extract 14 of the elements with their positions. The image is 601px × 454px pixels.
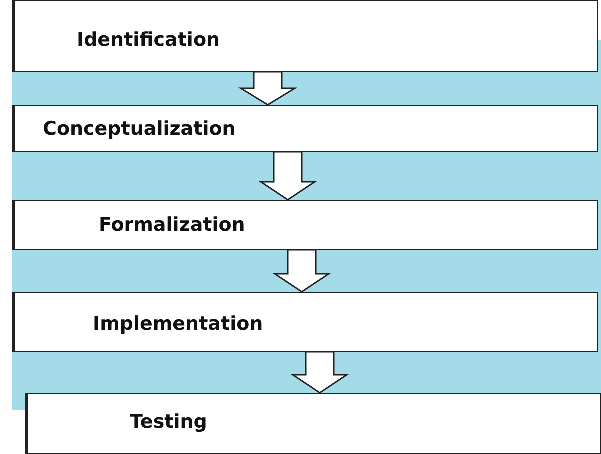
process-box — [25, 393, 601, 454]
block-arrow — [290, 351, 350, 394]
step-label: Conceptualization — [43, 118, 236, 140]
process-box — [12, 0, 598, 72]
step-label: Testing — [130, 411, 208, 433]
process-box — [12, 105, 598, 152]
step-label: Implementation — [93, 313, 264, 335]
process-box — [12, 200, 598, 250]
block-arrow — [238, 71, 298, 106]
step-label: Identification — [77, 29, 220, 51]
step-label: Formalization — [99, 214, 246, 236]
process-box — [12, 292, 598, 352]
block-arrow — [272, 249, 332, 293]
block-arrow — [258, 151, 318, 201]
